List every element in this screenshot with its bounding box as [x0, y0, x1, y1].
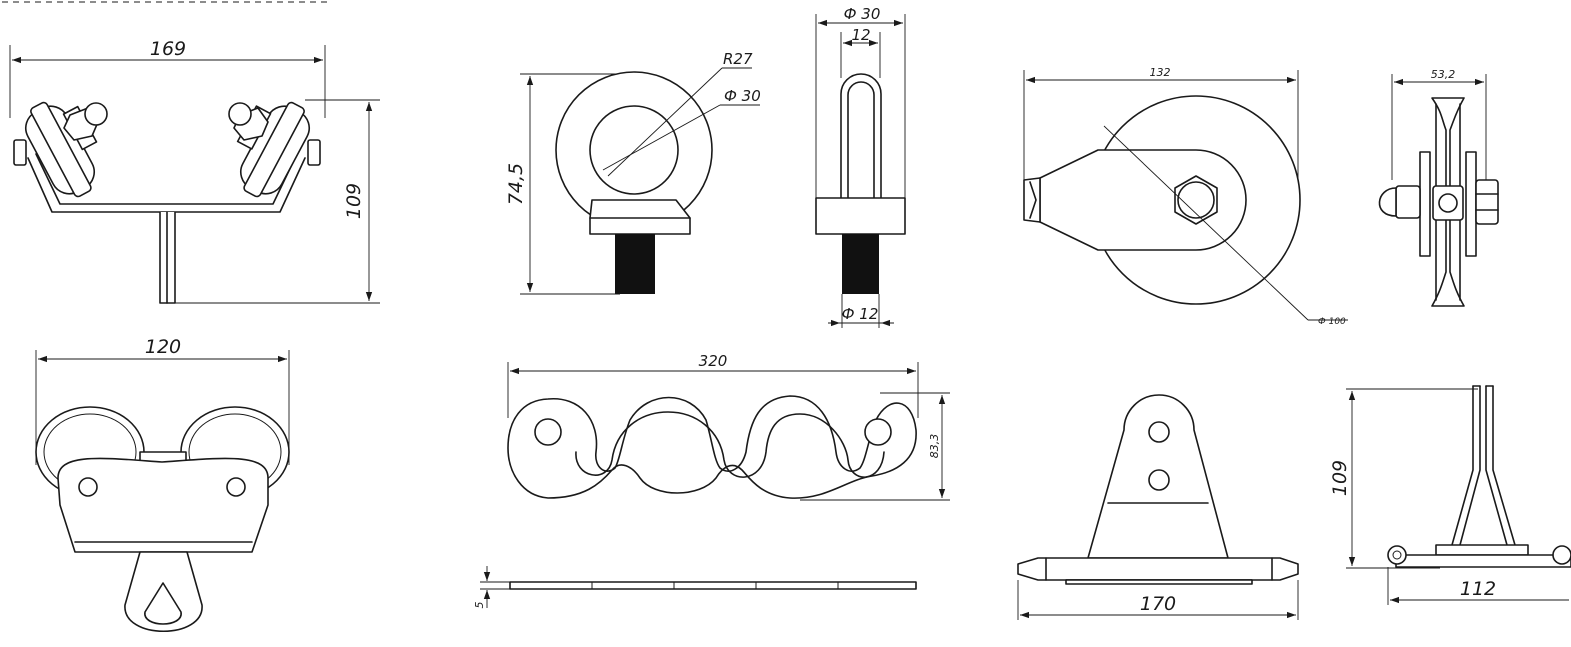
trolley-side-view: 169 109 [9, 38, 380, 304]
dim-label-bracket-side-width: 112 [1460, 578, 1496, 600]
dim-label-bracket-width: 170 [1140, 593, 1176, 615]
dim-label-wheel-diameter: Ф 100 [1318, 317, 1346, 327]
clip-edge-view [509, 581, 917, 590]
bracket-side-view: 109 112 [1329, 385, 1571, 605]
dim-label-pulley-width: 53,2 [1431, 68, 1456, 81]
dim-label-trolley-front-width: 120 [145, 336, 181, 358]
cable-clip-plate: 320 83,3 5 [473, 352, 950, 609]
dim-label-pulley-length: 132 [1150, 66, 1171, 79]
dim-label-clip-height: 83,3 [928, 434, 941, 459]
dim-label-bracket-height: 109 [1329, 460, 1351, 496]
dim-label-ring-width: 12 [851, 26, 870, 44]
eye-bolt-front-view: 74,5 R27 Ф 30 [505, 50, 761, 295]
dim-label-ring-diameter: Ф 30 [844, 5, 881, 23]
dim-label-eye-inner-diameter: Ф 30 [724, 87, 761, 105]
eye-bolt-side-view: Ф 30 12 Ф 12 [815, 5, 906, 328]
pulley-side-view: 53,2 [1378, 68, 1499, 307]
dim-label-trolley-width: 169 [150, 38, 186, 60]
pulley-front-view: 132 Ф 100 [1023, 66, 1348, 327]
dim-label-trolley-height: 109 [343, 183, 365, 219]
dim-label-clip-thickness: 5 [473, 602, 486, 609]
thread-hatch [615, 234, 655, 294]
dim-label-eye-outer-radius: R27 [723, 50, 753, 68]
trolley-front-view: 120 [35, 336, 290, 632]
dim-label-eye-bolt-height: 74,5 [505, 163, 527, 205]
dim-label-thread-diameter: Ф 12 [842, 305, 879, 323]
bracket-front-view: 170 [1017, 394, 1299, 620]
dim-label-clip-length: 320 [699, 352, 728, 370]
